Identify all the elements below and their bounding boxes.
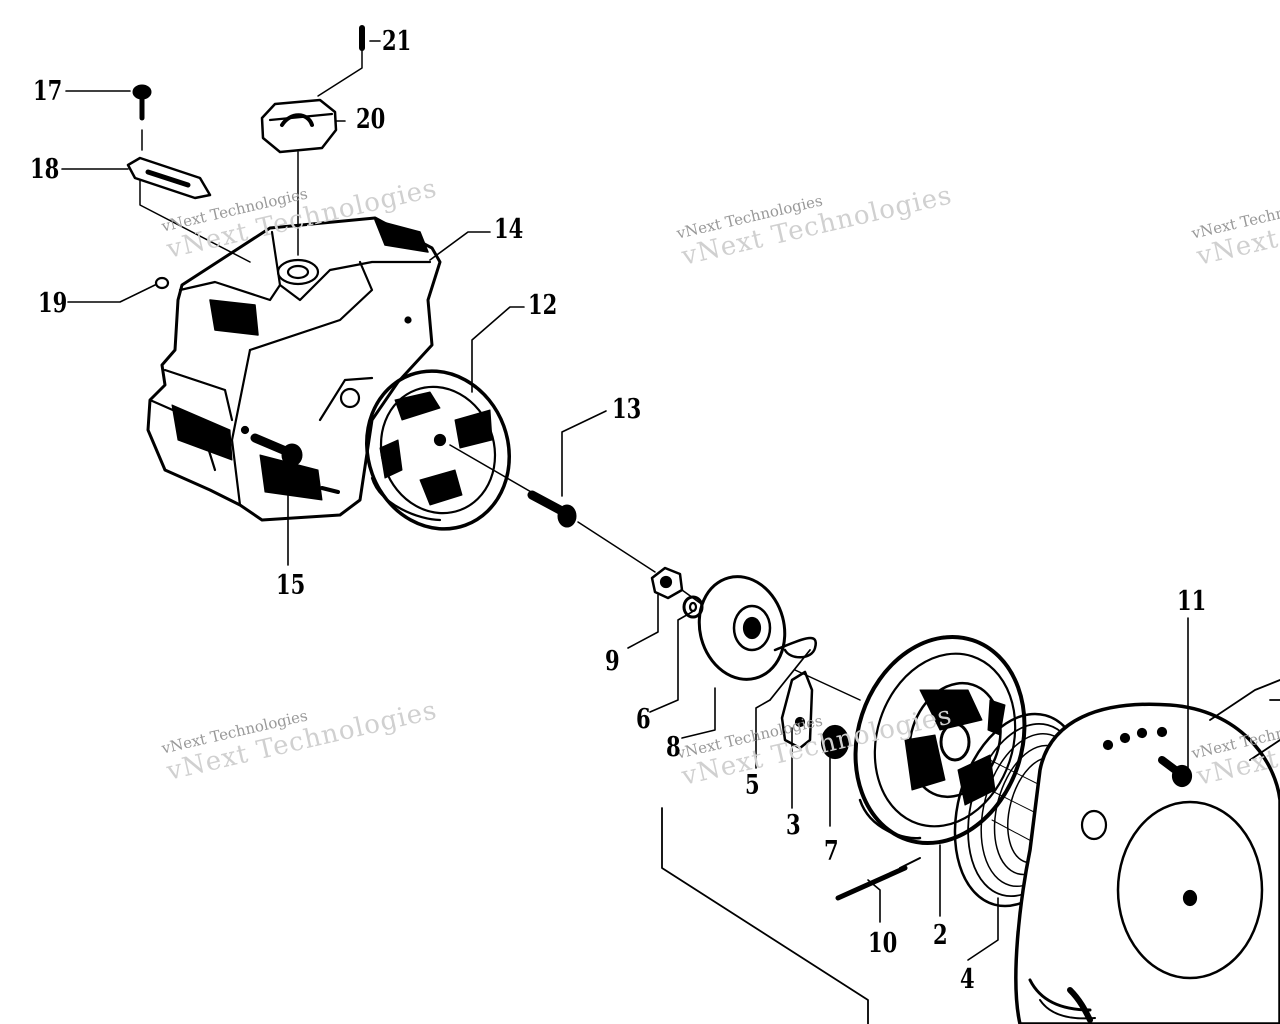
rope-10 [835,857,921,901]
bolt-13 [449,444,656,573]
callout-12: 12 [528,290,558,321]
callout-18: 18 [30,154,60,185]
callout-8: 8 [666,732,681,763]
callout-2: 2 [933,920,948,951]
callout-7: 7 [824,836,839,867]
leader-lines [61,40,1189,961]
callout-20: 20 [356,104,386,135]
callout-11: 11 [1177,586,1207,617]
callout-17: 17 [33,76,63,107]
collar-20 [260,98,338,256]
starter-cup [365,369,511,531]
screw-11 [1158,756,1193,788]
callout-4: 4 [960,964,975,995]
screw-17 [132,84,152,151]
callout-6: 6 [636,704,651,735]
callout-5: 5 [745,770,760,801]
callout-15: 15 [276,570,306,601]
callout-19: 19 [38,288,68,319]
callout-10: 10 [868,928,898,959]
callout-21: 21 [382,26,412,57]
bracket-18 [126,156,251,263]
reel-2 [853,634,1027,846]
assembly-bracket-line [661,807,869,1024]
callout-3: 3 [786,810,801,841]
part-7 [820,724,850,760]
screw-15 [250,433,303,467]
housing [146,216,442,522]
callout-13: 13 [612,394,642,425]
starter-cover [1014,679,1280,1024]
callout-9: 9 [605,646,620,677]
pawl-3 [769,649,861,750]
screw-21 [317,25,365,97]
plate-8 [697,575,818,681]
callout-14: 14 [494,214,524,245]
pin-19 [154,276,170,290]
